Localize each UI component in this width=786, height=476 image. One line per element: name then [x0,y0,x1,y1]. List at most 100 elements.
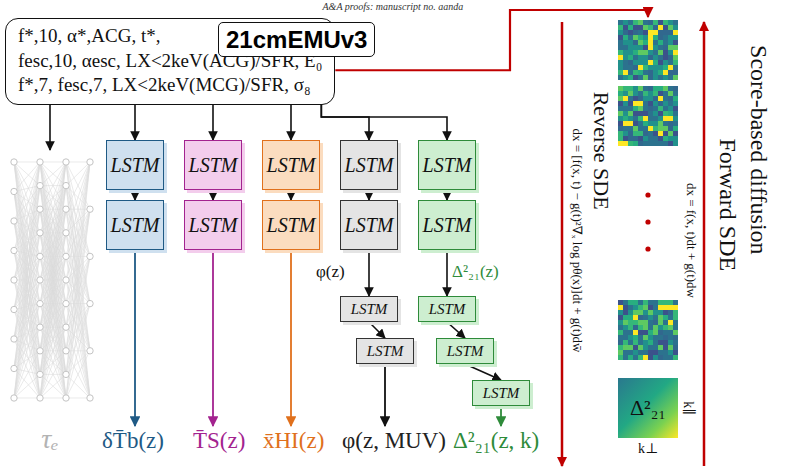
noise-pixel [643,30,648,35]
connector [369,322,385,338]
noise-pixel [648,320,653,325]
noise-pixel [673,30,678,35]
noise-pixel [618,335,623,340]
connector [290,105,292,140]
noise-pixel [658,350,663,355]
noise-pixel [658,340,663,345]
noise-pixel [618,60,623,65]
neuron [63,371,69,377]
noise-pixel [638,340,643,345]
node-text: LSTM [267,214,316,237]
noise-pixel [623,55,628,60]
noise-pixel [658,75,663,80]
noise-pixel [648,50,653,55]
noise-pixel [638,111,643,116]
noise-pixel [623,40,628,45]
noise-pixel [643,25,648,30]
noise-pixel [663,310,668,315]
noise-pixel [628,75,633,80]
noise-pixel [673,50,678,55]
noise-pixel [628,106,633,111]
connector [368,190,370,200]
noise-pixel [658,355,663,360]
noise-pixel [663,121,668,126]
noise-pixel [673,310,678,315]
noise-pixel [633,111,638,116]
synapse [14,209,40,398]
noise-pixel [648,340,653,345]
noise-pixel [653,75,658,80]
noise-pixel [623,330,628,335]
noise-pixel [668,136,673,141]
noise-pixel [623,325,628,330]
noise-pixel [653,25,658,30]
noise-pixel [623,60,628,65]
noise-pixel [663,60,668,65]
noise-pixel [648,106,653,111]
synapse [14,374,40,398]
noise-pixel [663,30,668,35]
noise-pixel [628,65,633,70]
axis-title: Reverse SDE [588,91,613,209]
noise-pixel [623,65,628,70]
noise-pixel [638,101,643,106]
noise-pixel [668,121,673,126]
lstm-box: LSTM [106,200,164,250]
noise-pixel [653,345,658,350]
lstm-box: LSTM [106,140,164,190]
noise-pixel [618,300,623,305]
synapse [40,186,66,398]
noise-pixel [628,25,633,30]
lstm-box: LSTM [436,338,494,364]
noise-pixel [673,335,678,340]
neuron [63,182,69,188]
synapse [40,186,66,398]
noise-pixel [628,340,633,345]
noise-pixel [663,101,668,106]
noise-pixel [658,305,663,310]
noise-pixel [643,355,648,360]
noise-pixel [668,60,673,65]
connector [134,190,136,200]
node-text: LSTM [483,385,520,402]
noise-maps [618,20,678,360]
axis-title: Forward SDE [713,138,741,271]
synapse [40,162,66,374]
output-arrow [212,250,214,426]
noise-pixel [623,91,628,96]
noise-pixel [668,116,673,121]
noise-pixel [658,345,663,350]
noise-pixel [658,320,663,325]
noise-pixel [633,40,638,45]
lstm-box: LSTM [356,338,414,364]
noise-pixel [638,65,643,70]
noise-pixel [668,325,673,330]
noise-pixel [673,300,678,305]
synapse [40,162,66,398]
noise-pixel [663,91,668,96]
noise-pixel [633,116,638,121]
noise-pixel [623,106,628,111]
noise-pixel [648,35,653,40]
synapse [40,162,66,374]
noise-pixel [668,340,673,345]
neuron [87,348,93,354]
noise-pixel [633,340,638,345]
synapse [14,233,40,339]
noise-pixel [663,111,668,116]
synapse [14,162,40,398]
neuron [63,277,69,283]
synapse [14,162,40,398]
noise-pixel [638,305,643,310]
noise-pixel [643,136,648,141]
noise-pixel [643,86,648,91]
noise-pixel [623,111,628,116]
noise-pixel [638,315,643,320]
noise-pixel [643,320,648,325]
noise-pixel [643,20,648,25]
noise-pixel [673,325,678,330]
noise-pixel [623,35,628,40]
noise-pixel [638,335,643,340]
neuron [37,371,43,377]
noise-pixel [643,121,648,126]
